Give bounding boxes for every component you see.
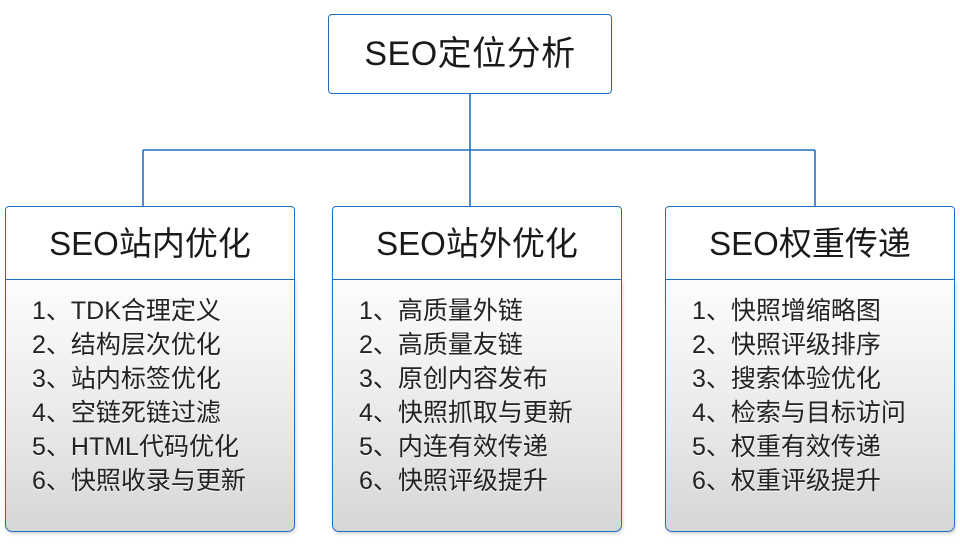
list-item: 1、TDK合理定义 (32, 297, 221, 326)
list-item: 1、高质量外链 (359, 297, 523, 326)
branch-body-off-site: 1、高质量外链 2、高质量友链 3、原创内容发布 4、快照抓取与更新 5、内连有… (332, 279, 622, 533)
branch-body-on-site: 1、TDK合理定义 2、结构层次优化 3、站内标签优化 4、空链死链过滤 5、H… (5, 279, 295, 533)
branch-body-weight-transfer: 1、快照增缩略图 2、快照评级排序 3、搜索体验优化 4、检索与目标访问 5、权… (665, 279, 955, 533)
list-item: 2、高质量友链 (359, 331, 523, 360)
list-item: 3、搜索体验优化 (692, 365, 881, 394)
list-item: 4、检索与目标访问 (692, 399, 906, 428)
list-item: 6、快照收录与更新 (32, 467, 246, 496)
branch-title-weight-transfer: SEO权重传递 (709, 225, 911, 262)
branch-list-on-site: 1、TDK合理定义 2、结构层次优化 3、站内标签优化 4、空链死链过滤 5、H… (6, 294, 294, 498)
branch-list-off-site: 1、高质量外链 2、高质量友链 3、原创内容发布 4、快照抓取与更新 5、内连有… (333, 294, 621, 498)
branch-title-off-site: SEO站外优化 (376, 225, 578, 262)
branch-title-on-site: SEO站内优化 (49, 225, 251, 262)
root-node: SEO定位分析 (328, 14, 612, 94)
branch-list-weight-transfer: 1、快照增缩略图 2、快照评级排序 3、搜索体验优化 4、检索与目标访问 5、权… (666, 294, 954, 498)
list-item: 5、HTML代码优化 (32, 433, 239, 462)
branch-header-off-site: SEO站外优化 (332, 206, 622, 281)
list-item: 5、权重有效传递 (692, 433, 881, 462)
list-item: 4、空链死链过滤 (32, 399, 221, 428)
branch-on-site: SEO站内优化 1、TDK合理定义 2、结构层次优化 3、站内标签优化 4、空链… (5, 206, 295, 533)
list-item: 1、快照增缩略图 (692, 297, 881, 326)
list-item: 2、结构层次优化 (32, 331, 221, 360)
list-item: 3、站内标签优化 (32, 365, 221, 394)
list-item: 4、快照抓取与更新 (359, 399, 573, 428)
branch-off-site: SEO站外优化 1、高质量外链 2、高质量友链 3、原创内容发布 4、快照抓取与… (332, 206, 622, 533)
list-item: 2、快照评级排序 (692, 331, 881, 360)
branch-header-weight-transfer: SEO权重传递 (665, 206, 955, 281)
branch-header-on-site: SEO站内优化 (5, 206, 295, 281)
list-item: 6、权重评级提升 (692, 467, 881, 496)
list-item: 3、原创内容发布 (359, 365, 548, 394)
root-node-title: SEO定位分析 (364, 35, 576, 73)
list-item: 6、快照评级提升 (359, 467, 548, 496)
list-item: 5、内连有效传递 (359, 433, 548, 462)
branch-weight-transfer: SEO权重传递 1、快照增缩略图 2、快照评级排序 3、搜索体验优化 4、检索与… (665, 206, 955, 533)
